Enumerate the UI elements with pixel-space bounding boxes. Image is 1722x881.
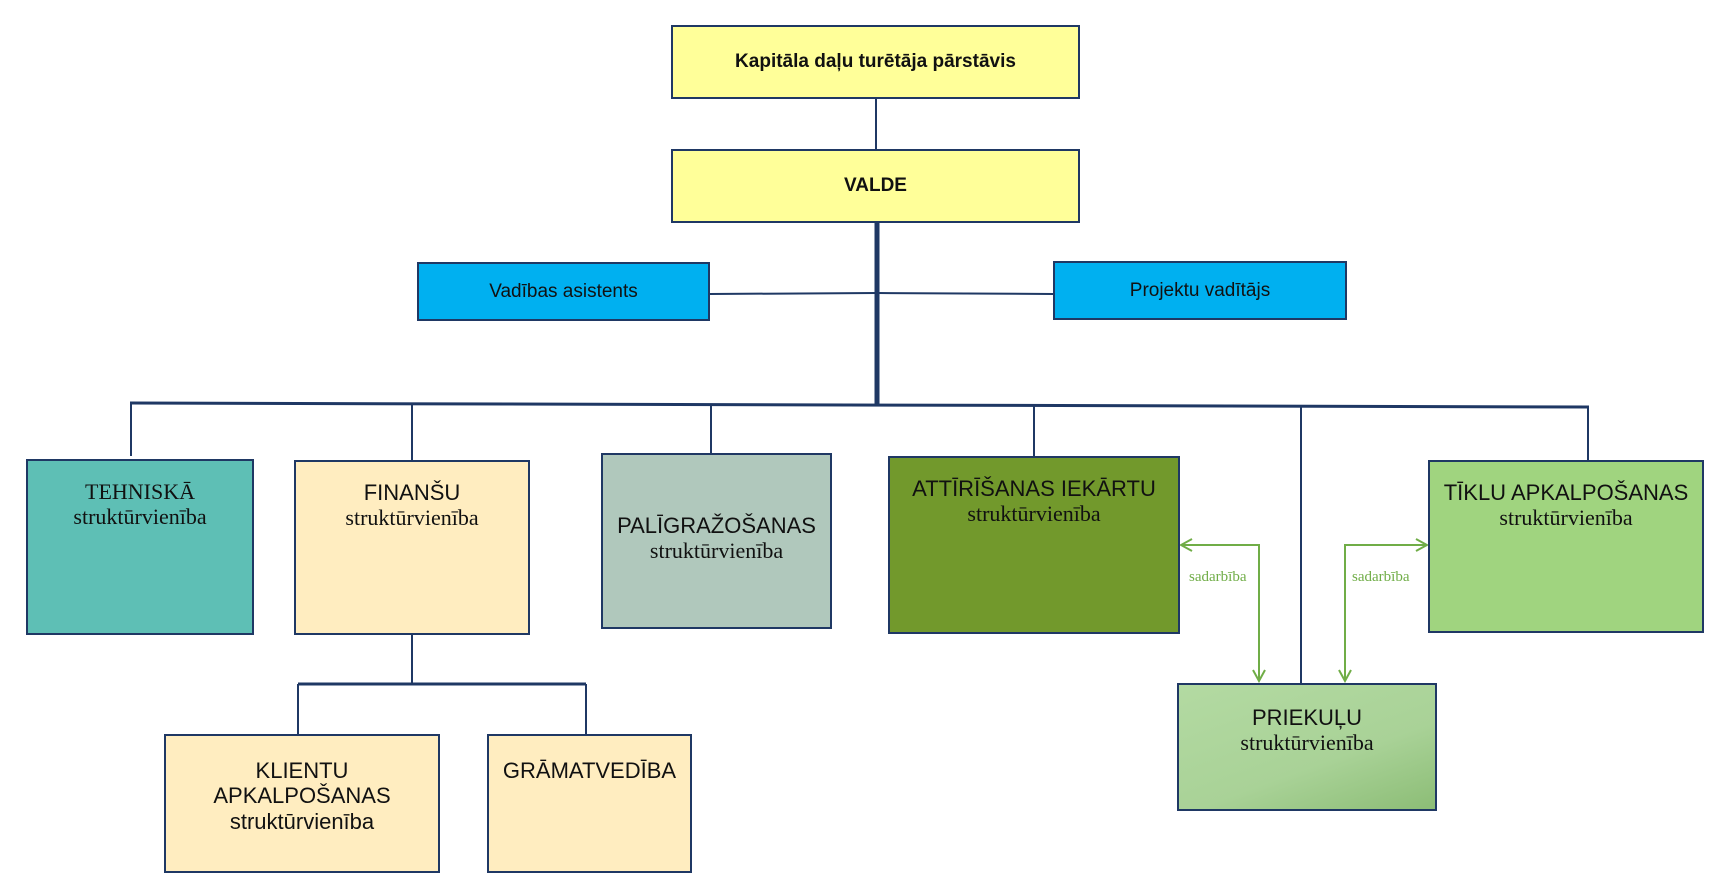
node-auxiliary-production-unit: PALĪGRAŽOŠANAS struktūrvienība bbox=[601, 453, 832, 629]
node-priekuli-title: PRIEKUĻU bbox=[1251, 705, 1363, 730]
node-technical-unit: TEHNISKĀ struktūrvienība bbox=[26, 459, 254, 635]
edge-board-project-manager bbox=[876, 292, 1054, 295]
node-treatment-title: ATTĪRĪŠANAS IEKĀRTU bbox=[912, 476, 1156, 501]
node-project-manager: Projektu vadītājs bbox=[1053, 261, 1347, 320]
node-client-service-line3: struktūrvienība bbox=[229, 808, 375, 834]
node-priekuli-subtitle: struktūrvienība bbox=[1240, 730, 1374, 756]
node-client-service-unit: KLIENTU APKALPOŠANAS struktūrvienība bbox=[164, 734, 440, 873]
node-accounting-title: GRĀMATVEDĪBA bbox=[502, 758, 677, 783]
node-management-assistant: Vadības asistents bbox=[417, 262, 710, 321]
division-bus bbox=[129, 401, 1590, 409]
node-finance-subtitle: struktūrvienība bbox=[345, 505, 479, 531]
node-client-service-line1: KLIENTU bbox=[255, 758, 349, 783]
node-treatment-subtitle: struktūrvienība bbox=[967, 501, 1101, 527]
node-owner-representative: Kapitāla daļu turētāja pārstāvis bbox=[671, 25, 1080, 99]
node-technical-title: TEHNISKĀ bbox=[85, 479, 195, 504]
node-board: VALDE bbox=[671, 149, 1080, 223]
node-network-service-unit: TĪKLU APKALPOŠANAS struktūrvienība bbox=[1428, 460, 1704, 633]
node-auxiliary-title: PALĪGRAŽOŠANAS bbox=[617, 513, 816, 538]
node-accounting: GRĀMATVEDĪBA bbox=[487, 734, 692, 873]
node-finance-unit: FINANŠU struktūrvienība bbox=[294, 460, 530, 635]
node-network-title: TĪKLU APKALPOŠANAS bbox=[1443, 480, 1689, 505]
coop-arrow-network-priekuli bbox=[1344, 545, 1427, 680]
edge-board-assistant bbox=[709, 292, 878, 295]
node-project-manager-label: Projektu vadītājs bbox=[1129, 279, 1271, 301]
node-client-service-line2: APKALPOŠANAS bbox=[213, 783, 391, 809]
node-finance-title: FINANŠU bbox=[363, 480, 461, 505]
cooperation-label-right: sadarbība bbox=[1352, 569, 1410, 585]
node-auxiliary-subtitle: struktūrvienība bbox=[649, 538, 784, 564]
node-priekuli-unit: PRIEKUĻU struktūrvienība bbox=[1177, 683, 1437, 811]
cooperation-label-left: sadarbība bbox=[1189, 569, 1247, 585]
coop-arrow-treatment-priekuli bbox=[1181, 545, 1260, 680]
node-treatment-plant-unit: ATTĪRĪŠANAS IEKĀRTU struktūrvienība bbox=[888, 456, 1180, 634]
node-technical-subtitle: struktūrvienība bbox=[73, 504, 207, 530]
node-board-label: VALDE bbox=[844, 175, 907, 197]
node-network-subtitle: struktūrvienība bbox=[1499, 505, 1633, 531]
node-owner-label: Kapitāla daļu turētāja pārstāvis bbox=[735, 51, 1016, 73]
node-assistant-label: Vadības asistents bbox=[489, 280, 638, 302]
